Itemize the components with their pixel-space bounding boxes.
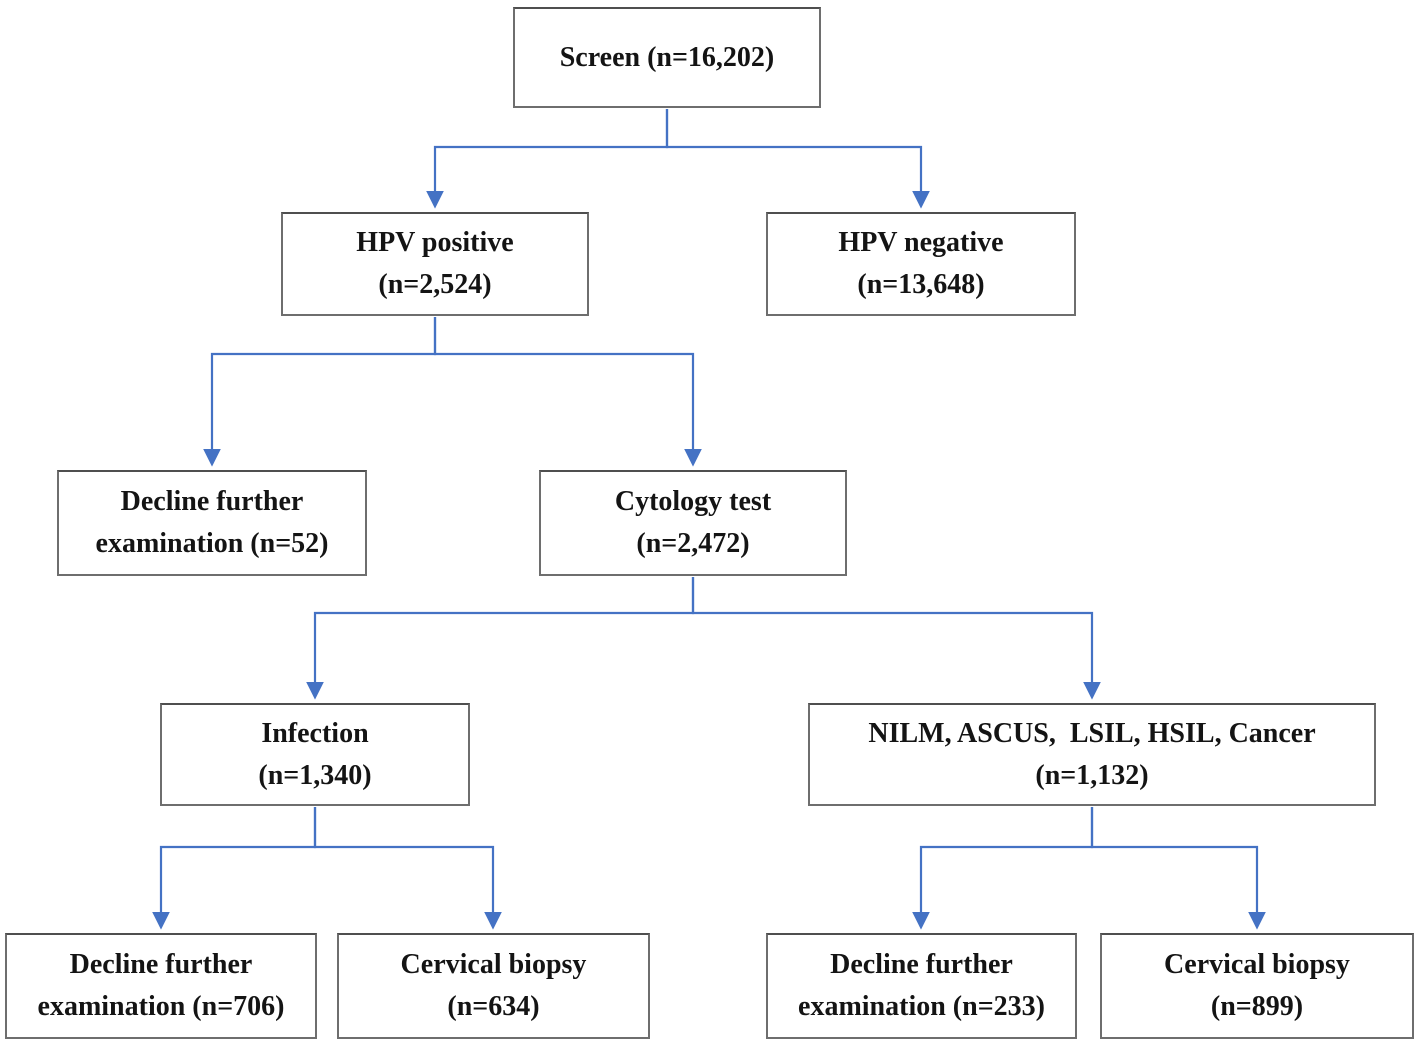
edge-infection-to-biopsy: [313, 807, 502, 930]
node-hpv-negative-label: HPV negative: [838, 227, 1004, 258]
node-infection: Infection (n=1,340): [160, 703, 470, 806]
node-decline-after-hpv-count: examination (n=52): [95, 528, 329, 559]
edge-cytology-to-categories: [691, 577, 1101, 700]
node-decline-after-categories-label: Decline further: [830, 949, 1013, 980]
node-hpv-positive-count: (n=2,524): [378, 269, 492, 300]
node-biopsy-after-infection: Cervical biopsy (n=634): [337, 933, 650, 1039]
node-hpv-positive-label: HPV positive: [356, 227, 514, 258]
node-biopsy-after-categories-count: (n=899): [1210, 991, 1304, 1022]
node-decline-after-categories-count: examination (n=233): [798, 991, 1045, 1022]
node-infection-label: Infection: [261, 717, 369, 749]
node-hpv-negative: HPV negative (n=13,648): [766, 212, 1076, 316]
node-hpv-positive: HPV positive (n=2,524): [281, 212, 589, 316]
node-screen: Screen (n=16,202): [513, 7, 821, 108]
edge-screen-to-hpv-negative: [665, 109, 930, 209]
edge-hpv-positive-to-cytology: [433, 317, 702, 467]
node-biopsy-after-categories: Cervical biopsy (n=899): [1100, 933, 1414, 1039]
node-screen-label: Screen (n=16,202): [559, 41, 775, 73]
edge-infection-to-decline: [152, 807, 317, 930]
node-cytology-categories: NILM, ASCUS, LSIL, HSIL, Cancer (n=1,132…: [808, 703, 1376, 806]
node-decline-after-infection-count: examination (n=706): [37, 991, 285, 1022]
node-decline-after-infection-label: Decline further: [69, 949, 253, 980]
node-cytology-categories-label: NILM, ASCUS, LSIL, HSIL, Cancer: [868, 717, 1316, 749]
node-biopsy-after-categories-label: Cervical biopsy: [1164, 949, 1350, 980]
node-decline-after-hpv: Decline further examination (n=52): [57, 470, 367, 576]
node-infection-count: (n=1,340): [258, 759, 372, 791]
edge-hpv-positive-to-decline: [203, 317, 437, 467]
edge-screen-to-hpv-positive: [426, 109, 669, 209]
node-cytology-test: Cytology test (n=2,472): [539, 470, 847, 576]
edge-cytology-to-infection: [306, 577, 695, 700]
node-cytology-test-count: (n=2,472): [636, 528, 750, 559]
node-hpv-negative-count: (n=13,648): [857, 269, 985, 300]
node-decline-after-categories: Decline further examination (n=233): [766, 933, 1077, 1039]
node-decline-after-infection: Decline further examination (n=706): [5, 933, 317, 1039]
edge-categories-to-decline: [912, 807, 1094, 930]
node-cytology-test-label: Cytology test: [614, 486, 772, 517]
node-cytology-categories-count: (n=1,132): [1035, 759, 1149, 791]
node-biopsy-after-infection-count: (n=634): [447, 991, 540, 1022]
node-biopsy-after-infection-label: Cervical biopsy: [400, 949, 587, 980]
edge-categories-to-biopsy: [1090, 807, 1266, 930]
node-decline-after-hpv-label: Decline further: [120, 486, 304, 517]
